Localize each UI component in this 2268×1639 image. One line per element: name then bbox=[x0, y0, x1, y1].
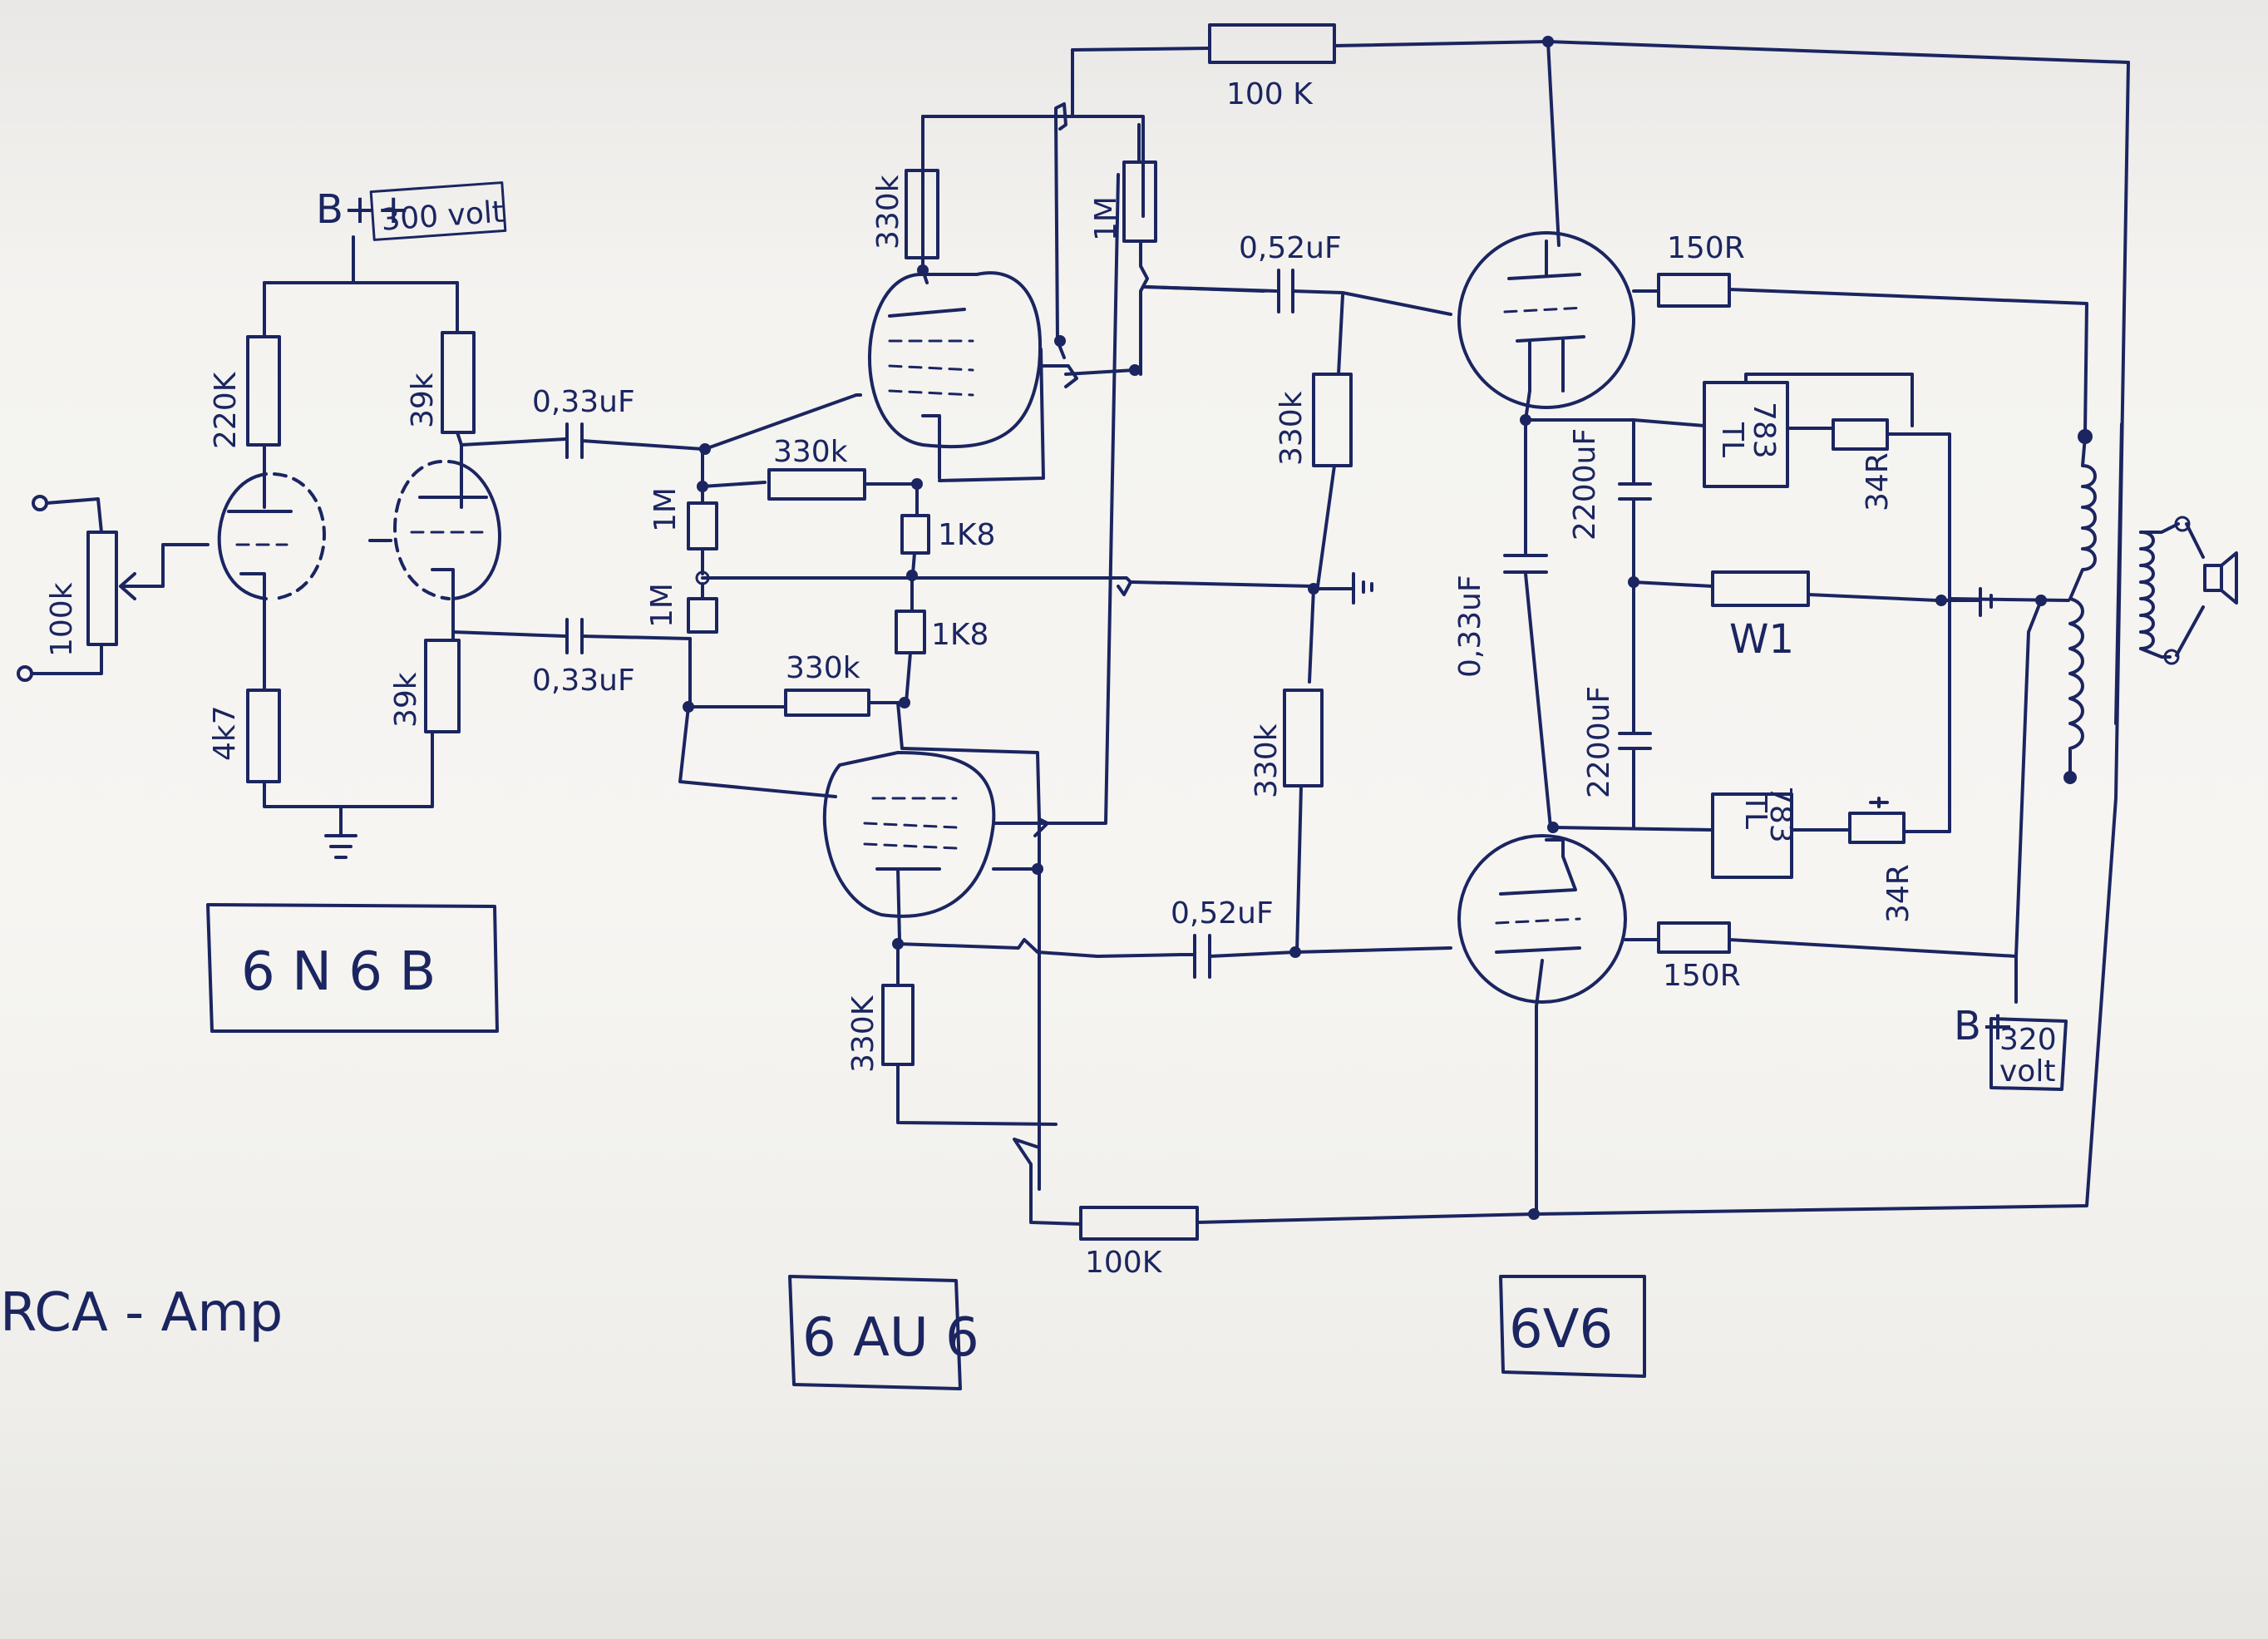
output-tube-lower-envelope bbox=[1457, 834, 1627, 1004]
resistor-39k-plate bbox=[441, 331, 476, 434]
resistor-34r-bottom bbox=[1848, 812, 1906, 844]
label-4k7: 4k7 bbox=[208, 705, 242, 761]
label-100k-bottom: 100K bbox=[1085, 1246, 1163, 1280]
label-c2200-top: 2200uF bbox=[1568, 428, 1602, 541]
capacitor-033-output bbox=[1503, 554, 1548, 574]
resistor-330k-grid-bottom bbox=[1283, 689, 1324, 787]
label-c052-bottom: 0,52uF bbox=[1171, 896, 1274, 931]
tube-label-6au6: 6 AU 6 bbox=[802, 1307, 979, 1369]
resistor-1k8-b bbox=[895, 610, 926, 654]
label-150r-bottom: 150R bbox=[1663, 959, 1741, 993]
input-terminal-bottom bbox=[17, 665, 33, 682]
schematic-title: RCA - Amp bbox=[0, 1282, 283, 1344]
output-transformer-secondary bbox=[2139, 531, 2155, 650]
label-100k-top: 100 K bbox=[1226, 77, 1314, 111]
label-reg-bottom-1: TL bbox=[1738, 793, 1772, 829]
label-330k-plate: 330k bbox=[871, 175, 905, 249]
label-bp-voltage-1: 320 bbox=[1999, 1023, 2057, 1057]
resistor-1m-top bbox=[1122, 160, 1157, 243]
label-reg-top-1: TL bbox=[1715, 422, 1749, 457]
resistor-100k-top bbox=[1208, 23, 1336, 64]
label-330k-low: 330k bbox=[786, 651, 860, 685]
capacitor-052-bottom bbox=[1193, 934, 1211, 979]
triode-b-envelope bbox=[447, 460, 501, 600]
resistor-150r-top bbox=[1657, 273, 1731, 308]
tube-label-box-2 bbox=[788, 1275, 962, 1390]
tube-label-box-3 bbox=[1499, 1275, 1646, 1378]
tube-label-6v6: 6V6 bbox=[1509, 1299, 1613, 1360]
resistor-100k-bottom bbox=[1079, 1206, 1199, 1241]
label-39k-top: 39k bbox=[406, 373, 440, 428]
label-1m-a: 1M bbox=[648, 487, 683, 532]
label-w1: W1 bbox=[1729, 616, 1794, 663]
ground-symbol-1 bbox=[324, 805, 357, 859]
label-34r-top: 34R bbox=[1861, 452, 1895, 511]
pentode-upper-envelope bbox=[868, 271, 1043, 449]
label-34r-bottom: 34R bbox=[1881, 864, 1915, 923]
label-reg-bottom-2: 783 bbox=[1763, 786, 1797, 843]
label-c033-bottom: 0,33uF bbox=[532, 664, 635, 698]
label-input-pot: 100k bbox=[45, 582, 79, 657]
label-39k-bottom: 39k bbox=[389, 672, 423, 728]
ground-symbol-2 bbox=[1312, 572, 1373, 605]
resistor-150r-bottom bbox=[1657, 921, 1731, 954]
input-stage: 100k B++ 300 volt 220K 39k 4k7 bbox=[17, 181, 704, 1033]
label-330k-grid-top: 330k bbox=[1275, 391, 1309, 466]
transformer-core bbox=[2114, 422, 2123, 725]
tube-label-6n6b: 6 N 6 B bbox=[241, 941, 436, 1003]
resistor-1m-b bbox=[687, 597, 718, 634]
driver-stage: 1M 1M 330k 1M 330 bbox=[645, 102, 1536, 1390]
label-c2200-bottom: 2200uF bbox=[1582, 686, 1616, 798]
bpp-voltage-box bbox=[369, 181, 507, 241]
resistor-330k-low bbox=[784, 689, 870, 717]
label-150r-top: 150R bbox=[1667, 231, 1745, 265]
capacitor-033-bottom bbox=[565, 618, 584, 654]
resistor-1k8-a bbox=[900, 514, 930, 555]
label-reg-top-2: 783 bbox=[1747, 402, 1781, 459]
capacitor-033-top bbox=[565, 422, 584, 459]
resistor-w1 bbox=[1711, 570, 1810, 607]
label-330k-mid: 330k bbox=[773, 435, 848, 469]
output-tube-upper-envelope bbox=[1457, 231, 1635, 409]
label-1m-b: 1M bbox=[645, 583, 679, 628]
speaker-icon bbox=[2203, 551, 2238, 605]
tube-label-box-1 bbox=[206, 903, 499, 1033]
resistor-1m-a bbox=[687, 501, 718, 550]
label-c033-top: 0,33uF bbox=[532, 385, 635, 419]
label-c052-top: 0,52uF bbox=[1239, 231, 1342, 265]
label-1k8-a: 1K8 bbox=[938, 518, 995, 552]
label-330k-grid-bottom: 330k bbox=[1250, 723, 1284, 798]
label-330k-cathode: 330K bbox=[846, 995, 880, 1073]
pentode-lower-envelope bbox=[822, 751, 996, 918]
resistor-220k bbox=[246, 335, 281, 447]
label-1k8-b: 1K8 bbox=[931, 618, 989, 652]
input-potentiometer bbox=[86, 531, 118, 646]
potentiometer-wiper bbox=[121, 543, 210, 588]
resistor-330k-plate bbox=[905, 169, 939, 259]
resistor-39k-cathode bbox=[424, 639, 461, 733]
bp-voltage-box bbox=[1989, 1017, 2068, 1091]
output-stage: 100 K 0,52uF 330k 330k 0,52uF 15 bbox=[1071, 23, 2238, 1378]
label-bp: B+ bbox=[1954, 1003, 2014, 1049]
resistor-330k-mid bbox=[767, 468, 866, 501]
label-c033-output: 0,33uF bbox=[1453, 575, 1487, 678]
label-bpp: B++ bbox=[316, 186, 410, 233]
output-transformer-primary bbox=[2068, 435, 2097, 779]
resistor-34r-top bbox=[1832, 418, 1889, 451]
label-bp-voltage-2: volt bbox=[1999, 1054, 2055, 1089]
regulator-tl783-bottom bbox=[1711, 792, 1793, 879]
input-terminal-top bbox=[32, 495, 48, 511]
triode-a-envelope bbox=[217, 472, 268, 600]
resistor-330k-cathode bbox=[881, 984, 915, 1066]
capacitor-052-top bbox=[1277, 269, 1294, 313]
resistor-4k7 bbox=[246, 689, 281, 783]
label-220k: 220K bbox=[209, 371, 243, 449]
resistor-330k-grid-top bbox=[1312, 373, 1353, 467]
